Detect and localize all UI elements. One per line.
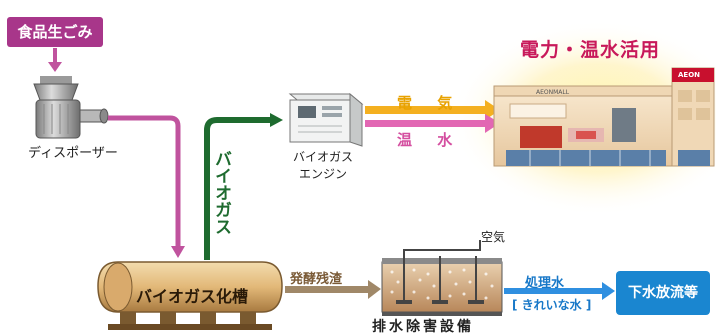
disposer-machine-icon [33, 76, 109, 139]
mall-logo: AEON [678, 71, 701, 79]
biogas-tank-icon [97, 261, 283, 330]
treated-water-label: 処理水 [525, 276, 565, 291]
treated-water-arrow [504, 282, 615, 300]
electricity-arrow [365, 100, 500, 120]
drainage-facility-label: 排水除害設備 [372, 319, 474, 335]
disposer-label: ディスポーザー [28, 146, 118, 161]
mall-sign: AEONMALL [536, 89, 570, 96]
mall-building-icon [493, 67, 715, 167]
food-waste-box [7, 17, 103, 47]
sewer-box [616, 271, 710, 315]
disposer-to-tank-pipe [108, 115, 185, 258]
food-waste-label: 食品生ごみ [17, 23, 93, 41]
electricity-label: 電 気 [397, 94, 463, 112]
fermentation-residue-label: 発酵残渣 [290, 272, 343, 287]
tank-label: バイオガス化槽 [135, 287, 248, 306]
biogas-pipe [204, 113, 283, 260]
hot-water-label: 温 水 [397, 131, 463, 149]
power-hotwater-title: 電力・温水活用 [520, 39, 661, 61]
air-label: 空気 [481, 230, 506, 244]
food-to-disposer-arrow [48, 48, 62, 72]
sewer-label: 下水放流等 [628, 285, 698, 301]
drainage-tank-icon [381, 240, 503, 316]
biogas-label: バイオガス [211, 150, 231, 235]
engine-label-line2: エンジン [298, 167, 347, 181]
clean-water-label: [ きれいな水 ] [512, 298, 592, 312]
hot-water-arrow [365, 114, 500, 133]
residue-arrow [285, 280, 381, 299]
biogas-engine-icon [288, 92, 364, 147]
engine-label-line1: バイオガス [292, 150, 353, 164]
